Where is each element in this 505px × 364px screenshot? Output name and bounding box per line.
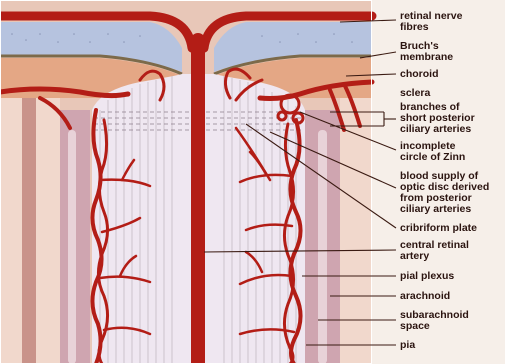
arachnoid-strip-right [318, 130, 327, 364]
arachnoid-strip-left [68, 130, 76, 364]
label-pial-plexus: pial plexus [400, 270, 454, 282]
sclera-right [340, 98, 372, 364]
label-cribriform-plate: cribriform plate [400, 222, 477, 234]
label-sclera: sclera [400, 87, 431, 99]
label-arachnoid: arachnoid [400, 290, 450, 302]
label-choroid: choroid [400, 68, 439, 80]
dura-left [22, 98, 36, 364]
label-circle-of-zinn: incomplete circle of Zinn [400, 140, 465, 163]
label-pia: pia [400, 339, 415, 351]
